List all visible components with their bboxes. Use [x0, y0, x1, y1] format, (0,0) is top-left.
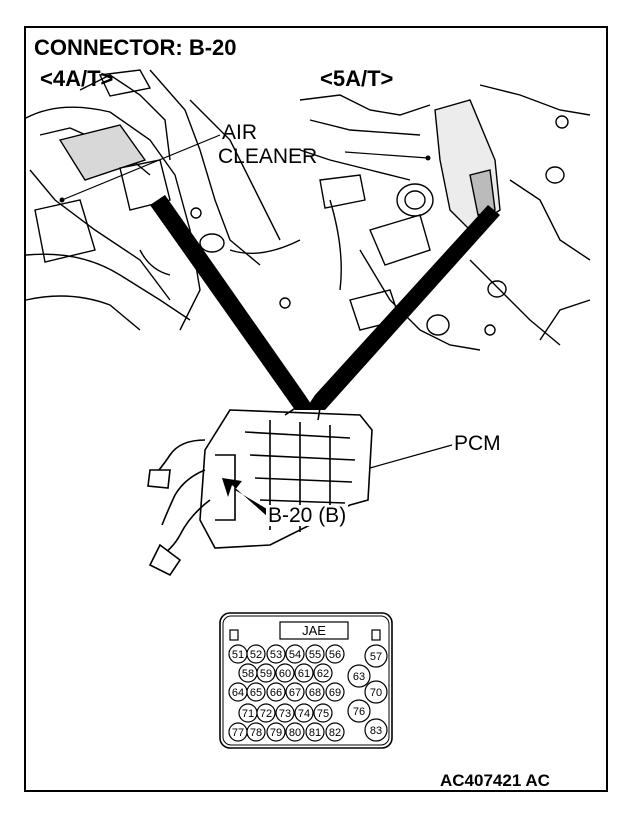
connector-pin-label: 76	[353, 706, 365, 718]
connector-pin-label: 59	[260, 668, 272, 680]
connector-pin-label: 62	[317, 668, 329, 680]
connector-pin-label: 52	[250, 649, 262, 661]
connector-pin-label: 60	[279, 668, 291, 680]
connector-pin-label: 81	[309, 727, 321, 739]
connector-pin-label: 66	[270, 687, 282, 699]
connector-pin-circle	[364, 644, 388, 668]
connector-pin-circle	[266, 722, 286, 742]
connector-pin-label: 72	[260, 708, 272, 720]
connector-pin-label: 78	[250, 727, 262, 739]
connector-pin-circle	[294, 703, 314, 723]
connector-pin-circle	[313, 703, 333, 723]
air-cleaner-dot-left	[59, 197, 65, 203]
connector-face	[219, 612, 393, 749]
connector-pin-circle	[347, 699, 371, 723]
engine-bay-left-4at	[25, 69, 301, 331]
connector-pin-circle	[246, 644, 266, 664]
pcm-label: PCM	[454, 432, 501, 455]
connector-pin-label: 82	[329, 727, 341, 739]
connector-pin-circle	[294, 663, 314, 683]
engine-bay-right-5at	[299, 84, 591, 351]
connector-pin-circle	[285, 682, 305, 702]
connector-pin-label: 53	[270, 649, 282, 661]
connector-pin-label: 79	[270, 727, 282, 739]
connector-pin-circle	[246, 722, 266, 742]
pcm-unit	[147, 404, 373, 577]
connector-pin-label: 51	[232, 649, 244, 661]
connector-pin-label: 61	[298, 668, 310, 680]
connector-pin-label: 55	[309, 649, 321, 661]
connector-pin-circle	[325, 682, 345, 702]
connector-pin-label: 56	[329, 649, 341, 661]
connector-pin-circle	[313, 663, 333, 683]
connector-label: B-20 (B)	[266, 504, 349, 527]
connector-pins: 51 52 53 54 55 56 57 58 59 60 61 62 63 64 65 66 67 68 69 70…	[228, 644, 388, 742]
connector-pin-circle	[256, 703, 276, 723]
connector-pin-circle	[325, 722, 345, 742]
figure-code: AC407421 AC	[440, 771, 550, 790]
connector-pin-circle	[285, 722, 305, 742]
connector-pin-label: 63	[353, 671, 365, 683]
connector-pin-circle	[256, 663, 276, 683]
connector-pin-label: 77	[232, 727, 244, 739]
leader-lines	[61, 134, 453, 469]
connector-pin-label: 75	[317, 708, 329, 720]
connector-pin-label: 54	[289, 649, 301, 661]
connector-title: CONNECTOR: B-20	[34, 35, 237, 60]
connector-pin-label: 64	[232, 687, 244, 699]
connector-pin-circle	[305, 644, 325, 664]
connector-pin-circle	[285, 644, 305, 664]
connector-pin-label: 73	[279, 708, 291, 720]
connector-pin-label: 71	[242, 708, 254, 720]
connector-pin-label: 65	[250, 687, 262, 699]
air-cleaner-label-line1: AIR	[222, 121, 258, 144]
connector-pin-label: 67	[289, 687, 301, 699]
connector-pin-circle	[364, 680, 388, 704]
connector-pin-circle	[275, 703, 295, 723]
connector-pin-circle	[275, 663, 295, 683]
connector-pin-label: 57	[370, 651, 382, 663]
connector-pin-circle	[305, 722, 325, 742]
connector-pin-label: 74	[298, 708, 310, 720]
connector-pin-circle	[364, 718, 388, 742]
connector-pin-circle	[246, 682, 266, 702]
connector-pin-label: 83	[370, 725, 382, 737]
variant-label-4at: <4A/T>	[40, 66, 114, 91]
connector-arrow	[222, 478, 272, 517]
connector-pin-circle	[325, 644, 345, 664]
connector-pin-label: 68	[309, 687, 321, 699]
pointer-wedges	[150, 195, 500, 410]
connector-pin-label: 58	[242, 668, 254, 680]
connector-pin-circle	[266, 644, 286, 664]
connector-pin-circle	[266, 682, 286, 702]
air-cleaner-label-line2: CLEANER	[218, 145, 318, 168]
connector-maker-label: JAE	[302, 623, 326, 638]
variant-label-5at: <5A/T>	[320, 66, 394, 91]
connector-pin-label: 69	[329, 687, 341, 699]
connector-pin-circle	[347, 664, 371, 688]
connector-pin-label: 70	[370, 687, 382, 699]
connector-pin-circle	[305, 682, 325, 702]
air-cleaner-dot-right	[425, 155, 431, 161]
connector-pin-label: 80	[289, 727, 301, 739]
